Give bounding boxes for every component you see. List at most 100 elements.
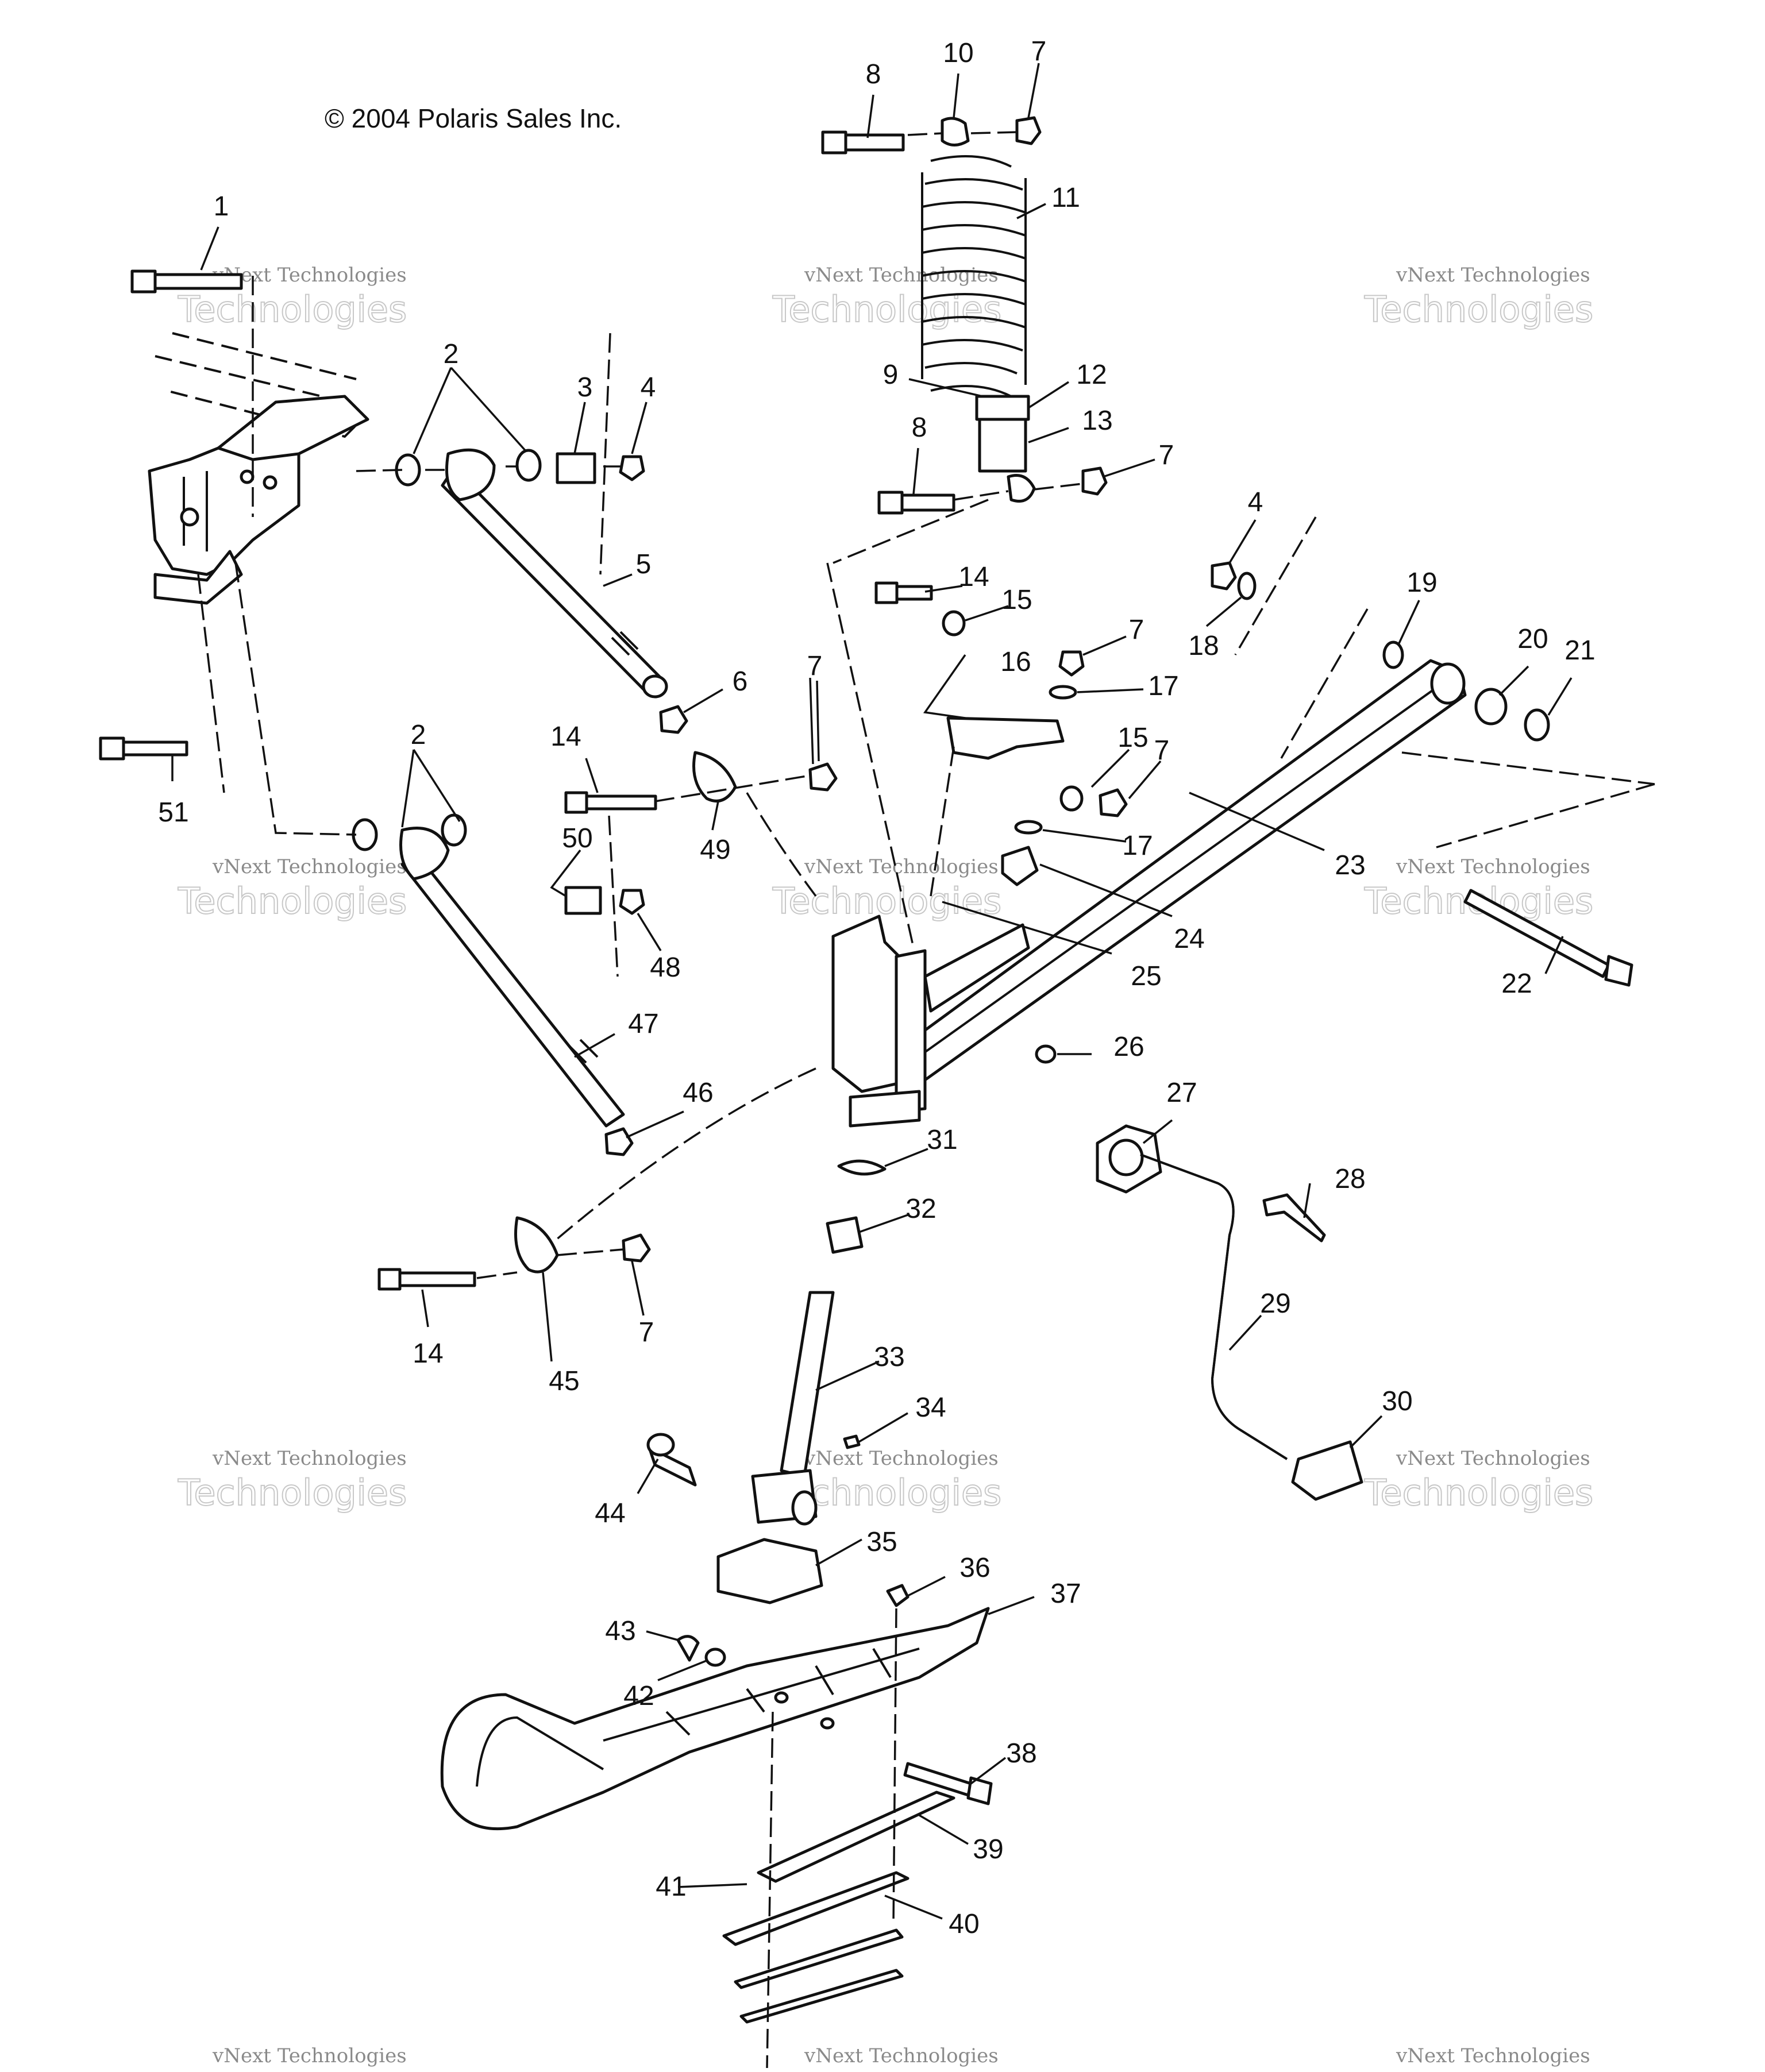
watermark-text: vNext Technologies [212,855,407,878]
callout-22: 22 [1501,969,1532,999]
bolt-14 [377,1268,476,1291]
callout-21: 21 [1564,635,1595,666]
callout-14: 14 [550,721,581,752]
callout-45: 45 [549,1366,579,1396]
callout-32: 32 [905,1194,936,1224]
callout-12: 12 [1076,360,1107,390]
callout-33: 33 [874,1342,904,1372]
washer-15 [1059,785,1084,812]
callout-18: 18 [1188,631,1219,661]
ball-joint-45 [514,1216,559,1274]
callout-40: 40 [949,1909,979,1939]
washer-42 [704,1647,726,1667]
watermark-text: vNext Technologies [212,264,407,287]
skag-39 [757,1791,955,1883]
callout-13: 13 [1082,406,1112,436]
bolt-14 [564,791,657,814]
copyright-text: © 2004 Polaris Sales Inc. [325,103,622,133]
nut-7 [1099,788,1128,817]
callout-5: 5 [636,549,652,580]
callout-38: 38 [1006,1738,1036,1769]
plate-41 [722,1871,910,1946]
spindle-33 [751,1291,835,1526]
rod-28 [1262,1193,1326,1243]
watermark-outline: Technologies [772,880,1001,922]
watermarks: vNext Technologies vNext Technologies vN… [177,264,1594,2067]
sleeve-3 [556,452,596,484]
bolt-1 [130,269,243,294]
ski-37 [440,1607,990,1831]
washer-15 [942,610,966,636]
nut-46 [604,1127,634,1156]
callout-7: 7 [639,1317,654,1348]
callout-14: 14 [958,562,989,592]
callout-7: 7 [1031,36,1047,67]
watermark-outline: Technologies [178,288,407,330]
callout-47: 47 [628,1009,658,1039]
pin-44-end [646,1433,675,1457]
callout-49: 49 [700,835,730,865]
callout-26: 26 [1113,1032,1144,1062]
callout-9: 9 [883,360,899,390]
washer-19 [1382,640,1404,669]
callout-43: 43 [605,1616,635,1646]
callout-27: 27 [1166,1078,1197,1108]
shock-absorber-11 [821,116,1108,515]
bolt-22 [1463,889,1633,987]
watermark-text: vNext Technologies [804,264,999,287]
pin-44 [648,1446,697,1487]
frame-bracket [148,332,369,605]
callout-16: 16 [1000,647,1031,677]
watermark-text: vNext Technologies [804,2044,999,2067]
watermark-text: vNext Technologies [1396,855,1590,878]
callout-29: 29 [1260,1288,1290,1319]
callout-7: 7 [807,651,823,681]
nut-7 [622,1233,651,1263]
callout-7: 7 [1154,735,1170,766]
callout-7: 7 [1159,440,1174,470]
bolt-34 [843,1434,861,1449]
watermark-text: vNext Technologies [1396,1447,1590,1470]
callout-36: 36 [959,1553,990,1583]
callout-34: 34 [915,1392,946,1423]
bushing-2 [352,818,378,851]
callout-31: 31 [927,1125,957,1155]
callout-37: 37 [1050,1579,1081,1609]
callout-51: 51 [158,797,188,828]
callout-39: 39 [973,1834,1003,1865]
callout-7: 7 [1129,615,1144,645]
callout-17: 17 [1148,671,1178,701]
callout-2: 2 [411,720,426,750]
ring-21 [1524,708,1550,742]
watermark-outline: Technologies [1364,288,1593,330]
bushing-2 [515,449,542,482]
bolt-51 [99,736,188,761]
callout-50: 50 [562,823,592,854]
callout-44: 44 [595,1498,625,1529]
callout-41: 41 [656,1872,686,1902]
watermark-outline: Technologies [178,1472,407,1514]
spindle-housing [831,915,1057,1128]
callout-20: 20 [1517,624,1548,654]
leader-lines [171,63,1573,1920]
callout-10: 10 [943,38,973,68]
watermark-outline: Technologies [178,880,407,922]
callout-6: 6 [733,666,748,697]
watermark-text: vNext Technologies [804,855,999,878]
callout-3: 3 [577,372,593,403]
nut-7 [808,762,838,792]
bolt-38 [903,1762,993,1805]
washer-17 [1014,820,1043,835]
washer-17 [1049,685,1077,700]
callout-24: 24 [1174,924,1204,954]
callout-19: 19 [1406,568,1437,598]
callout-15: 15 [1001,585,1032,615]
watermark-text: vNext Technologies [212,2044,407,2067]
nut-36 [886,1584,910,1607]
assembly-lines [197,131,1655,2069]
callout-48: 48 [650,952,680,983]
watermark-text: vNext Technologies [1396,2044,1590,2067]
callout-1: 1 [214,191,229,222]
steering-arm-16 [946,716,1065,760]
